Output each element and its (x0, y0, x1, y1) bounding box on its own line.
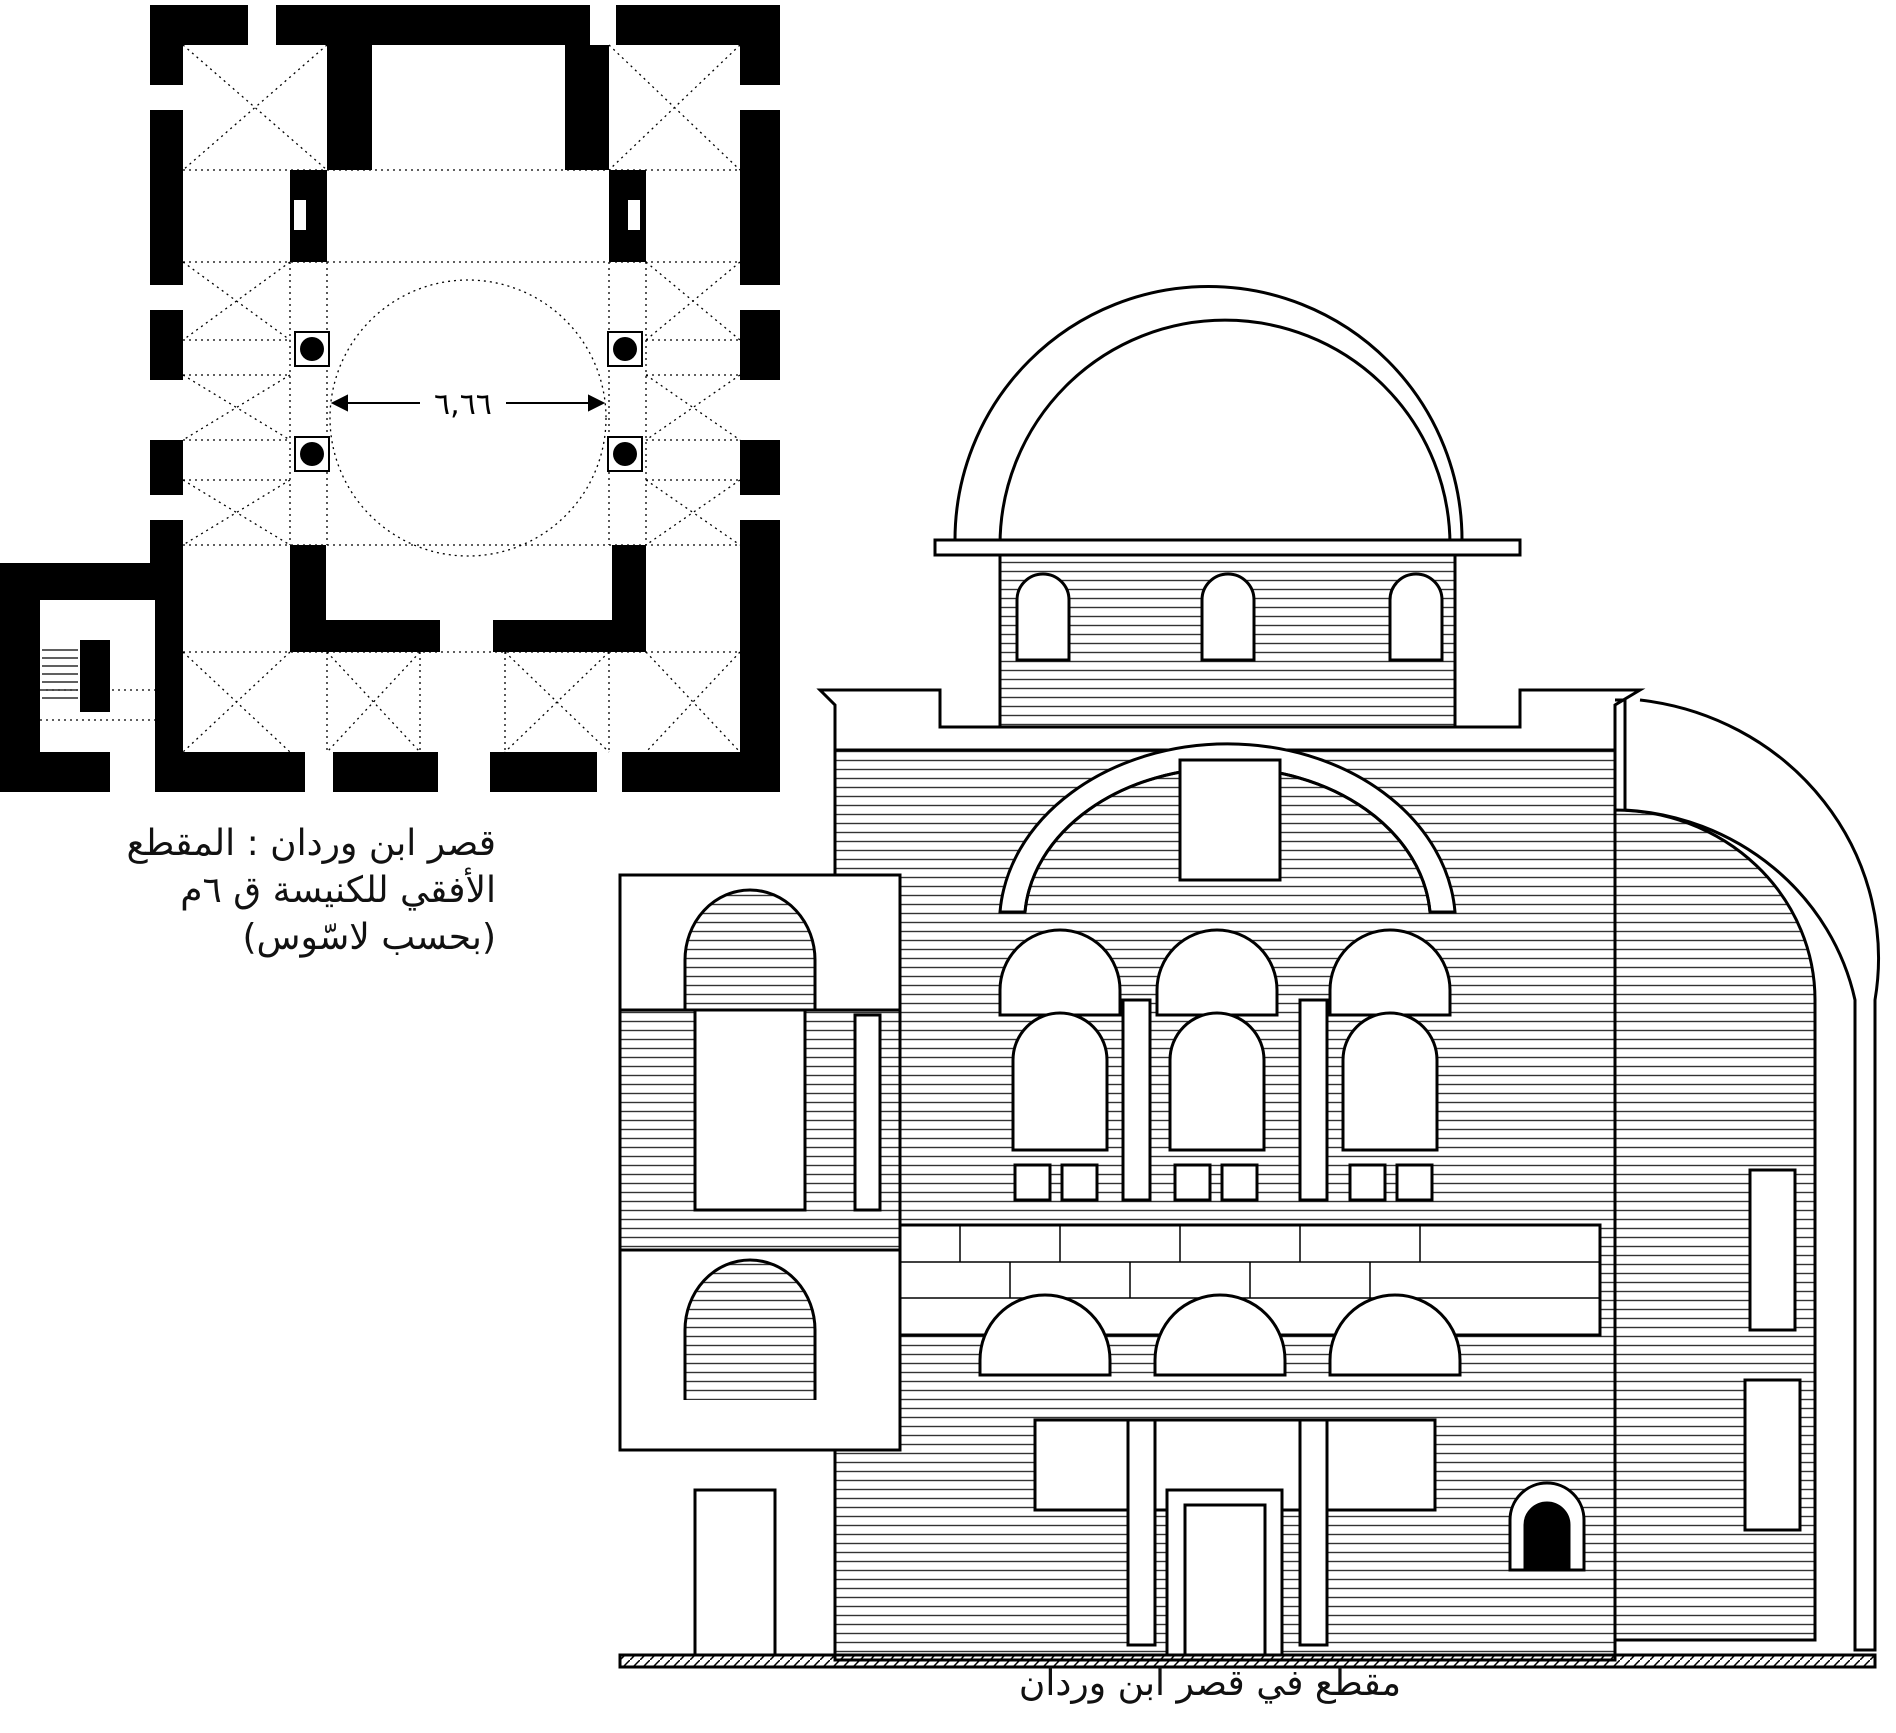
right-window-upper (1748, 1168, 1797, 1332)
plan-caption-line2: الأفقي للكنيسة ق ٦م (180, 870, 496, 911)
plan-column-sw (300, 442, 324, 466)
plan-stair-steps (42, 649, 78, 699)
ground-line (618, 1653, 1877, 1669)
lower-arcade (978, 1293, 1462, 1377)
plan-caption: قصر ابن وردان : المقطع الأفقي للكنيسة ق … (16, 820, 496, 961)
lower-columns (1126, 1418, 1329, 1647)
plan-pier-ne (609, 170, 646, 262)
right-window-lower (1743, 1378, 1802, 1532)
plan-dimension-line (330, 394, 606, 412)
dome-outer (953, 285, 1464, 542)
left-door-lower (693, 1488, 777, 1657)
plan-south-wall-right (493, 545, 646, 652)
plan-column-nw (300, 337, 324, 361)
great-arch-opening (1178, 758, 1282, 882)
section-elevation (618, 285, 1880, 1669)
dome-inner (998, 318, 1452, 546)
plan-apse (372, 49, 565, 170)
upper-arcade (998, 928, 1452, 1152)
gallery-panels (1013, 1163, 1434, 1202)
left-lower-vault (683, 1258, 817, 1400)
upper-columns (1121, 998, 1329, 1202)
left-upper-vault (683, 888, 817, 1010)
plan-column-se (613, 442, 637, 466)
plan-column-ne (613, 337, 637, 361)
plan-stair-core (80, 640, 110, 712)
mid-band-bricks (900, 1225, 1600, 1299)
plan-apse-wall-left (327, 45, 372, 170)
plan-south-wall (290, 545, 440, 652)
left-pillar (853, 1013, 882, 1212)
right-outer-wall (1615, 698, 1880, 1652)
plan-caption-line1: قصر ابن وردان : المقطع (126, 823, 496, 864)
section-caption: مقطع في قصر ابن وردان (1018, 1663, 1402, 1704)
plan-columns (294, 331, 643, 472)
lower-panel (1033, 1418, 1437, 1512)
floor-plan: ٦,٦٦ (0, 5, 780, 792)
left-door-upper (693, 1008, 807, 1212)
plan-window-openings (110, 5, 780, 792)
plan-apse-wall-right (565, 45, 609, 170)
plan-vault-grid (40, 44, 741, 753)
plan-dimension-label: ٦,٦٦ (434, 387, 492, 422)
drum-windows (1015, 572, 1444, 662)
dome-cornice (933, 538, 1522, 557)
roof-step (816, 688, 1646, 752)
plan-caption-line3: (بحسب لاسّوس) (242, 917, 497, 958)
